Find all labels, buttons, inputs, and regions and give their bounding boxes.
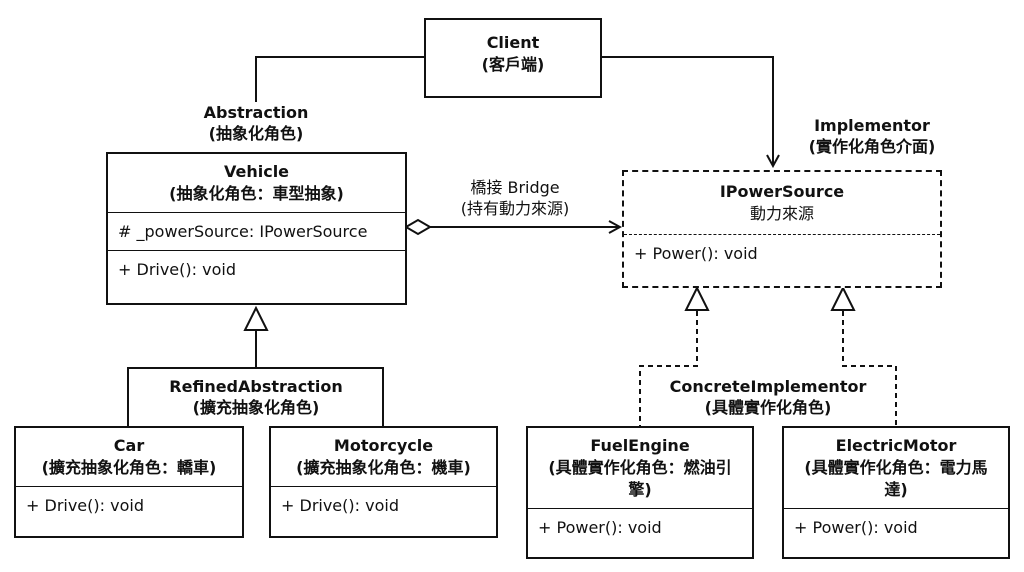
client-sub: (客戶端) <box>481 55 545 74</box>
realization-line-right <box>842 311 897 427</box>
concrete-label-sub: (具體實作化角色) <box>704 398 832 417</box>
refined-label-sub: (擴充抽象化角色) <box>192 398 320 417</box>
refined-abstraction-label: RefinedAbstraction (擴充抽象化角色) <box>150 376 362 418</box>
motorcycle-method: + Drive(): void <box>271 486 496 524</box>
motorcycle-sub: (擴充抽象化角色：機車) <box>296 458 471 477</box>
implementor-label-sub: (實作化角色介面) <box>808 137 936 156</box>
vehicle-field: # _powerSource: IPowerSource <box>108 212 405 250</box>
ipowersource-name: IPowerSource <box>719 182 845 201</box>
car-sub: (擴充抽象化角色：轎車) <box>41 458 217 477</box>
car-method: + Drive(): void <box>16 486 242 524</box>
vehicle-name: Vehicle <box>223 162 290 181</box>
vehicle-method: + Drive(): void <box>108 250 405 288</box>
client-implementor-arrow <box>601 56 773 166</box>
abstraction-label: Abstraction (抽象化角色) <box>166 102 346 144</box>
ipowersource-interface-box: IPowerSource 動力來源 + Power(): void <box>622 170 942 288</box>
electricmotor-name: ElectricMotor <box>835 436 957 455</box>
car-name: Car <box>113 436 145 455</box>
inheritance-triangle-icon <box>243 305 269 331</box>
client-name: Client <box>486 33 540 52</box>
fuelengine-method: + Power(): void <box>528 508 752 546</box>
client-abstraction-line <box>255 56 425 102</box>
fuelengine-name: FuelEngine <box>590 436 690 455</box>
fuelengine-class-box: FuelEngine (具體實作化角色：燃油引擎) + Power(): voi… <box>526 426 754 559</box>
motorcycle-name: Motorcycle <box>333 436 434 455</box>
ipowersource-sub: 動力來源 <box>749 204 814 223</box>
bridge-label-line2: (持有動力來源) <box>460 199 570 218</box>
refined-bracket-line <box>127 367 384 427</box>
ipowersource-method: + Power(): void <box>624 234 940 272</box>
bridge-label: 橋接 Bridge (持有動力來源) <box>440 177 590 219</box>
client-box: Client (客戶端) <box>424 18 602 98</box>
refined-label-name: RefinedAbstraction <box>169 377 343 396</box>
implementor-label-name: Implementor <box>814 116 930 135</box>
concrete-label-name: ConcreteImplementor <box>669 377 867 396</box>
realization-line-left <box>639 311 698 427</box>
motorcycle-class-box: Motorcycle (擴充抽象化角色：機車) + Drive(): void <box>269 426 498 538</box>
vehicle-sub: (抽象化角色：車型抽象) <box>169 184 344 203</box>
concrete-implementor-label: ConcreteImplementor (具體實作化角色) <box>660 376 876 418</box>
vehicle-class-box: Vehicle (抽象化角色：車型抽象) # _powerSource: IPo… <box>106 152 407 305</box>
car-class-box: Car (擴充抽象化角色：轎車) + Drive(): void <box>14 426 244 538</box>
aggregation-diamond-icon <box>404 218 432 236</box>
abstraction-label-name: Abstraction <box>203 103 309 122</box>
fuelengine-sub: (具體實作化角色：燃油引擎) <box>548 458 732 499</box>
realization-triangle-icon-left <box>684 285 710 311</box>
realization-triangle-icon-right <box>830 285 856 311</box>
electricmotor-sub: (具體實作化角色：電力馬達) <box>804 458 988 499</box>
implementor-label: Implementor (實作化角色介面) <box>782 115 962 157</box>
abstraction-label-sub: (抽象化角色) <box>208 124 304 143</box>
electricmotor-class-box: ElectricMotor (具體實作化角色：電力馬達) + Power(): … <box>782 426 1010 559</box>
bridge-label-line1: 橋接 Bridge <box>470 178 560 197</box>
electricmotor-method: + Power(): void <box>784 508 1008 546</box>
